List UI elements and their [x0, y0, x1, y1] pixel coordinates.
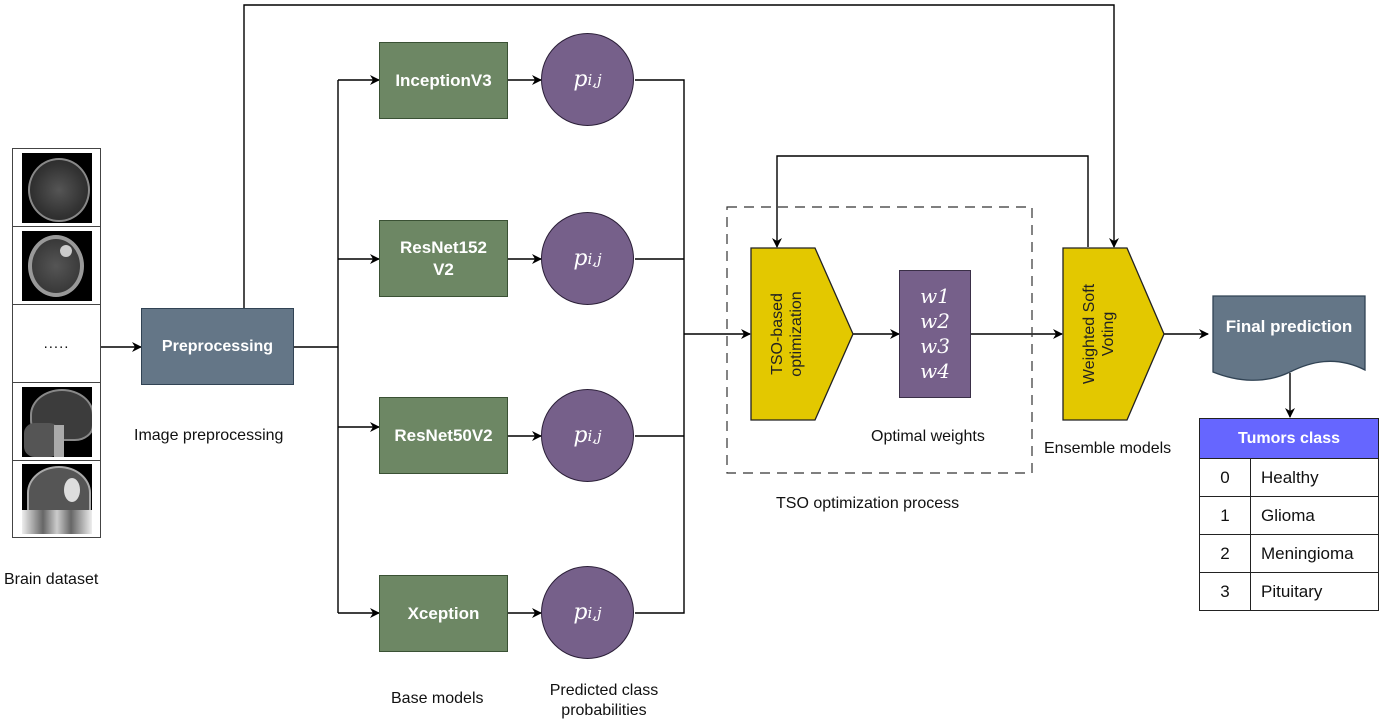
tso-group-caption: TSO optimization process: [776, 495, 960, 512]
table-header: Tumors class: [1199, 418, 1379, 459]
tumors-class-table: Tumors class 0 Healthy 1 Glioma 2 Mening…: [1199, 418, 1379, 611]
dataset-image-4: [12, 460, 101, 538]
prob-subscript: i,j: [587, 70, 602, 89]
model-inceptionv3[interactable]: InceptionV3: [379, 42, 508, 119]
mri-axial-icon: [21, 152, 92, 223]
tso-shape: [750, 247, 854, 421]
ellipsis-text: .....: [43, 335, 70, 352]
class-name: Glioma: [1250, 496, 1379, 535]
model-label: InceptionV3: [395, 70, 492, 90]
tso-optimizer[interactable]: TSO-based optimization: [751, 248, 853, 420]
weight-3: w3: [920, 334, 950, 358]
brain-dataset-stack: .....: [12, 148, 101, 538]
preprocessing-caption: Image preprocessing: [134, 427, 284, 444]
prob-symbol: p: [573, 423, 588, 448]
class-name: Meningioma: [1250, 534, 1379, 573]
class-id: 3: [1199, 572, 1251, 611]
class-id: 1: [1199, 496, 1251, 535]
mri-coronal-icon: [21, 464, 92, 534]
dataset-ellipsis: .....: [12, 304, 101, 382]
edge-preprocessing-voting-skip: [243, 4, 1119, 308]
class-name: Pituitary: [1250, 572, 1379, 611]
prob-subscript: i,j: [587, 249, 602, 268]
probabilities-caption: Predicted class probabilities: [549, 682, 659, 719]
weighted-soft-voting[interactable]: Weighted Soft Voting: [1063, 248, 1164, 420]
prob-subscript: i,j: [587, 426, 602, 445]
preprocessing-label: Preprocessing: [161, 337, 274, 355]
prob-symbol: p: [573, 600, 588, 625]
class-name: Healthy: [1250, 458, 1379, 497]
tso-group-boundary: [726, 206, 1033, 474]
voting-shape: [1062, 247, 1165, 421]
table-row: 2 Meningioma: [1199, 534, 1379, 573]
dataset-image-3: [12, 382, 101, 460]
dataset-caption: Brain dataset: [4, 571, 99, 588]
tso-label: TSO-based optimization: [769, 291, 805, 377]
dataset-image-1: [12, 148, 101, 226]
optimal-weights-box: w1 w2 w3 w4: [899, 270, 971, 398]
prob-symbol: p: [573, 67, 588, 92]
class-id: 0: [1199, 458, 1251, 497]
model-label: Xception: [407, 603, 480, 623]
table-row: 3 Pituitary: [1199, 572, 1379, 611]
dataset-image-2: [12, 226, 101, 304]
model-resnet152v2[interactable]: ResNet152 V2: [379, 220, 508, 297]
model-label: ResNet152 V2: [400, 237, 487, 279]
table-row: 0 Healthy: [1199, 458, 1379, 497]
weights-caption: Optimal weights: [871, 428, 985, 445]
mri-sagittal-icon: [21, 386, 92, 457]
voting-label: Weighted Soft Voting: [1080, 283, 1117, 385]
model-xception[interactable]: Xception: [379, 575, 508, 652]
final-prediction-label: Final prediction: [1225, 317, 1353, 336]
prob-symbol: p: [573, 246, 588, 271]
final-prediction-shape: [1212, 295, 1366, 381]
weight-4: w4: [920, 359, 950, 383]
weight-2: w2: [920, 309, 950, 333]
final-prediction[interactable]: Final prediction: [1213, 296, 1365, 358]
mri-tumor-icon: [21, 230, 92, 301]
model-resnet50v2[interactable]: ResNet50V2: [379, 397, 508, 474]
prob-subscript: i,j: [587, 603, 602, 622]
ensemble-caption: Ensemble models: [1044, 440, 1172, 457]
class-id: 2: [1199, 534, 1251, 573]
model-label: ResNet50V2: [394, 425, 493, 445]
base-models-caption: Base models: [391, 690, 484, 707]
edge-feedback-loop: [772, 155, 1089, 248]
preprocessing-box[interactable]: Preprocessing: [141, 308, 294, 385]
table-row: 1 Glioma: [1199, 496, 1379, 535]
edge-prob-collector: [635, 79, 685, 614]
weight-1: w1: [920, 284, 950, 308]
